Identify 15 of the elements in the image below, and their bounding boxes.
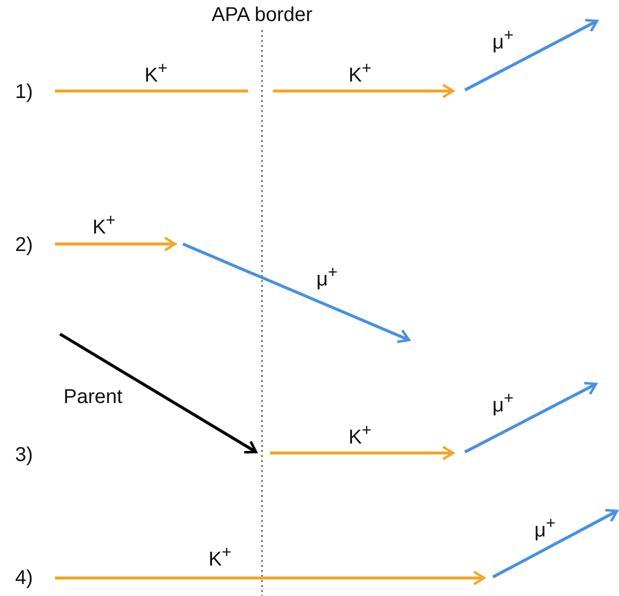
particle-label: μ$^{+}$: [316, 264, 338, 290]
particle-label: Parent: [64, 387, 122, 407]
border-label: APA border: [212, 5, 312, 25]
particle-label: K$^{+}$: [348, 422, 372, 448]
particle-label: μ$^{+}$: [492, 390, 514, 416]
case-number: 3): [15, 445, 33, 465]
particle-label: K$^{+}$: [208, 544, 232, 570]
particle-label: K$^{+}$: [348, 60, 372, 86]
case-number: 1): [15, 82, 33, 102]
particle-label: K$^{+}$: [92, 212, 116, 238]
case-number: 4): [15, 568, 33, 588]
particle-label: K$^{+}$: [144, 60, 168, 86]
particle-label: μ$^{+}$: [492, 28, 514, 52]
particle-label: μ$^{+}$: [534, 516, 556, 540]
case-number: 2): [15, 235, 33, 255]
